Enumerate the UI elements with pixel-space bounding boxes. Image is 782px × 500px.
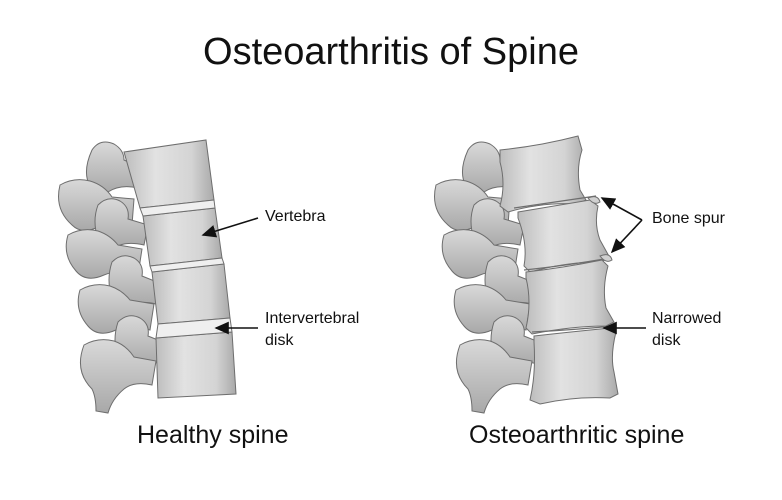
arthritic-vertebra-body <box>499 135 587 213</box>
healthy-disks <box>139 199 233 339</box>
osteoarthritic-spine <box>434 135 646 414</box>
narrowed-disk-label-line1: Narrowed <box>652 310 722 327</box>
intervertebral-disk-label: Intervertebral disk <box>265 308 359 352</box>
intervertebral-disk-label-line2: disk <box>265 332 294 349</box>
vertebra-body <box>151 263 231 325</box>
vertebra-body <box>155 331 237 399</box>
intervertebral-disk <box>139 199 216 217</box>
arthritic-vertebra-body <box>529 327 619 405</box>
arthritic-processes <box>434 141 545 414</box>
narrowed-disk-label: Narrowed disk <box>652 308 721 352</box>
bone-spur-label: Bone spur <box>652 210 725 227</box>
bone-spurs <box>587 196 613 262</box>
arthritic-vertebra-body <box>525 259 615 335</box>
spur-pointer-upper <box>600 197 643 221</box>
bone-spur <box>599 254 613 262</box>
vertebra-label: Vertebra <box>265 208 326 225</box>
narrowed-disk-label-line2: disk <box>652 332 681 349</box>
intervertebral-disk-label-line1: Intervertebral <box>265 310 360 327</box>
narrowed-disk <box>523 257 611 271</box>
narrowed-disk <box>513 195 597 209</box>
bone-spur <box>587 196 601 204</box>
intervertebral-disk <box>155 317 233 339</box>
arthritic-vertebrae <box>499 135 619 405</box>
vertebra-body <box>142 207 223 267</box>
intervertebral-disk <box>149 257 225 273</box>
osteoarthritic-spine-caption: Osteoarthritic spine <box>469 421 685 449</box>
healthy-processes <box>58 141 169 414</box>
vertebra-body <box>123 139 215 209</box>
spur-pointer-lower <box>610 219 643 254</box>
vertebra-pointer <box>201 217 259 238</box>
healthy-spine <box>58 139 259 414</box>
healthy-spine-caption: Healthy spine <box>137 421 289 449</box>
healthy-vertebrae <box>123 139 237 399</box>
diagram-title: Osteoarthritis of Spine <box>203 31 579 73</box>
